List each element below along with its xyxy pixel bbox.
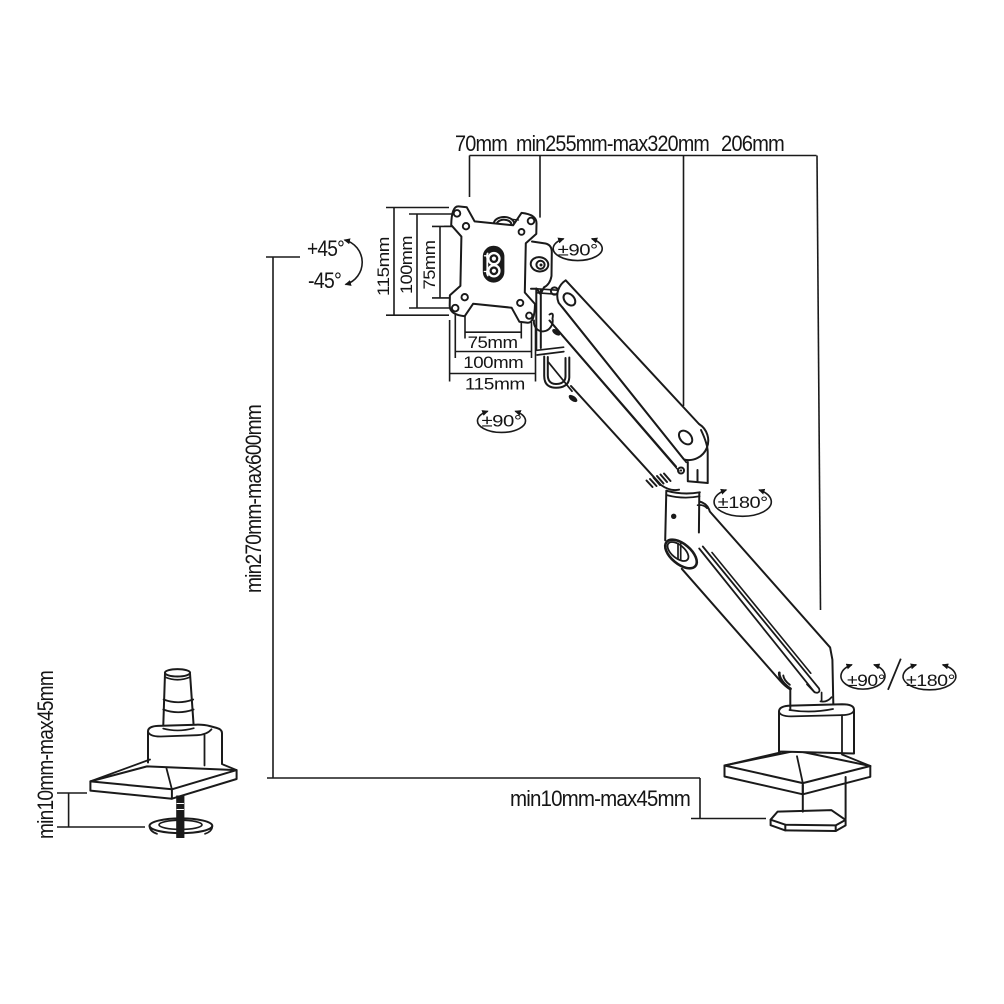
svg-text:±180°: ±180°	[718, 494, 768, 512]
svg-text:100mm: 100mm	[463, 354, 523, 372]
svg-text:min10mm-max45mm: min10mm-max45mm	[510, 786, 690, 811]
svg-text:75mm: 75mm	[421, 241, 439, 290]
svg-text:min255mm-max320mm: min255mm-max320mm	[516, 131, 709, 156]
svg-text:206mm: 206mm	[721, 131, 784, 156]
svg-text:-45°: -45°	[308, 268, 341, 293]
svg-text:70mm: 70mm	[455, 131, 507, 156]
svg-text:±90°: ±90°	[558, 242, 598, 260]
svg-text:115mm: 115mm	[465, 376, 525, 394]
svg-text:+45°: +45°	[307, 236, 344, 261]
svg-text:115mm: 115mm	[375, 237, 393, 296]
svg-text:min10mm-max45mm: min10mm-max45mm	[33, 671, 58, 839]
svg-text:±90°: ±90°	[847, 672, 885, 690]
svg-text:min270mm-max600mm: min270mm-max600mm	[241, 405, 266, 593]
svg-text:±180°: ±180°	[906, 672, 955, 690]
svg-text:75mm: 75mm	[468, 334, 518, 352]
svg-text:100mm: 100mm	[398, 236, 416, 294]
svg-text:±90°: ±90°	[482, 413, 522, 431]
